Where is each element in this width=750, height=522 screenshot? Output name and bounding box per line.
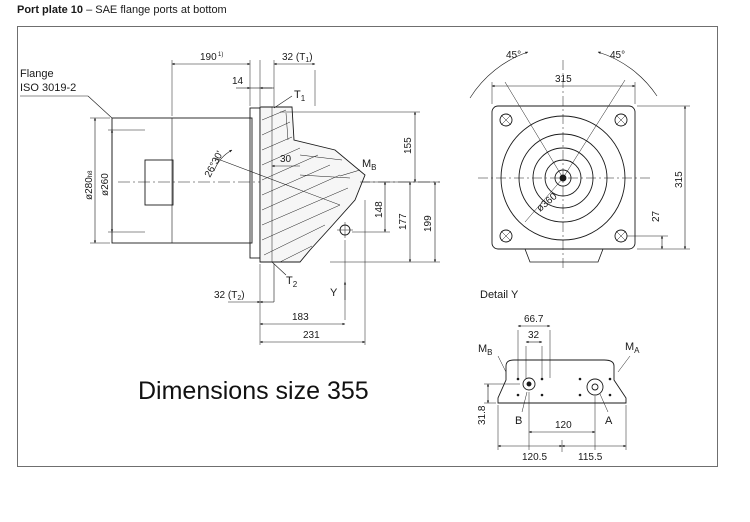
dim-diameter-260: ø260 — [100, 173, 111, 196]
motor-body — [111, 117, 253, 244]
detail-port-ma-label: MA — [625, 341, 640, 355]
dim-199: 199 — [423, 215, 434, 232]
port-b-label: B — [515, 415, 522, 427]
dim-177: 177 — [398, 213, 409, 230]
dim-315-horizontal: 315 — [555, 74, 572, 85]
flange-label: Flange — [20, 68, 54, 80]
side-view — [20, 60, 440, 345]
detail-y-view — [484, 324, 631, 452]
dim-231: 231 — [303, 330, 320, 341]
dim-183: 183 — [292, 312, 309, 323]
shaft — [144, 159, 174, 206]
dim-66-7: 66.7 — [524, 314, 544, 325]
dim-120-5: 120.5 — [522, 452, 547, 463]
dim-148: 148 — [374, 201, 385, 218]
angle-45-left: 45° — [506, 50, 521, 61]
dim-32-detail: 32 — [528, 330, 540, 341]
port-mb-label: MB — [362, 158, 377, 172]
caption: Dimensions size 355 — [138, 377, 369, 405]
detail-y-title: Detail Y — [480, 289, 519, 301]
detail-port-mb-label: MB — [478, 343, 493, 357]
dim-14: 14 — [232, 76, 244, 87]
port-a-label: A — [605, 415, 613, 427]
drawing-frame — [17, 26, 718, 467]
page-title: Port plate 10 – SAE flange ports at bott… — [17, 4, 227, 16]
dim-315-vertical: 315 — [674, 171, 685, 188]
dim-angle: 26°30' — [203, 149, 226, 179]
angle-45-right: 45° — [610, 50, 625, 61]
dim-155: 155 — [403, 137, 414, 154]
flange-standard-label: ISO 3019-2 — [20, 82, 76, 94]
dim-32-t2: 32 (T2) — [214, 290, 245, 302]
dim-190: 190 — [200, 52, 217, 63]
dim-120: 120 — [555, 420, 572, 431]
dim-31-8: 31.8 — [477, 405, 488, 425]
detail-y-marker: Y — [330, 287, 338, 299]
square-flange — [491, 105, 636, 250]
dim-30: 30 — [280, 154, 292, 165]
dim-190-note: 1) — [218, 52, 223, 58]
port-t1-label: T1 — [294, 89, 306, 103]
flange-plate — [249, 107, 261, 259]
dim-32-t1: 32 (T1) — [282, 52, 313, 64]
dim-diameter-280: ø280h8 — [84, 170, 95, 200]
port-plate — [259, 106, 366, 263]
front-view — [469, 51, 690, 270]
port-t2-label: T2 — [286, 275, 298, 289]
dim-27: 27 — [651, 210, 662, 222]
dim-115-5: 115.5 — [578, 452, 603, 463]
